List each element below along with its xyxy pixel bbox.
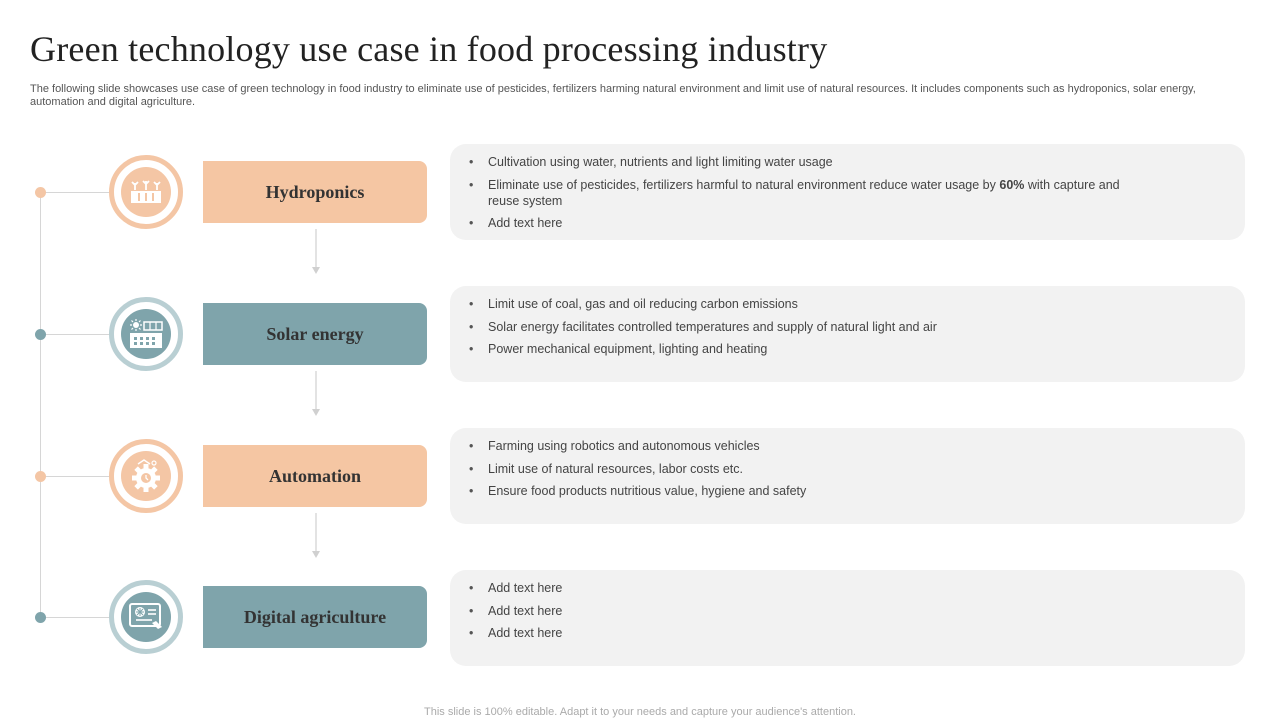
footer-note: This slide is 100% editable. Adapt it to… — [424, 706, 856, 718]
down-arrow-icon — [312, 229, 320, 274]
bullet-item: Eliminate use of pesticides, fertilizers… — [469, 177, 1138, 209]
timeline-dot — [35, 471, 46, 482]
hydroponics-label: Hydroponics — [203, 161, 427, 223]
digital-agriculture-tablet-icon — [121, 592, 171, 642]
timeline-spine — [40, 192, 41, 618]
bullet-item: Cultivation using water, nutrients and l… — [469, 154, 1138, 170]
automation-gear-icon — [121, 451, 171, 501]
bullet-item: Solar energy facilitates controlled temp… — [469, 319, 1138, 335]
timeline-dot — [35, 187, 46, 198]
bullet-text: Eliminate use of pesticides, fertilizers… — [488, 177, 996, 192]
page-subtitle: The following slide showcases use case o… — [30, 83, 1196, 108]
solar-energy-details-panel: Limit use of coal, gas and oil reducing … — [450, 286, 1245, 382]
bullet-item: Add text here — [469, 215, 1138, 231]
digital-agriculture-icon-circle — [109, 580, 183, 654]
timeline-connector — [46, 334, 112, 335]
automation-details-panel: Farming using robotics and autonomous ve… — [450, 428, 1245, 524]
timeline-connector — [46, 476, 112, 477]
solar-energy-icon-circle — [109, 297, 183, 371]
timeline-dot — [35, 612, 46, 623]
down-arrow-icon — [312, 513, 320, 558]
bullet-item: Limit use of natural resources, labor co… — [469, 461, 1138, 477]
bullet-item: Farming using robotics and autonomous ve… — [469, 438, 1138, 454]
digital-agriculture-label: Digital agriculture — [203, 586, 427, 648]
solar-energy-label: Solar energy — [203, 303, 427, 365]
solar-panel-factory-icon — [121, 309, 171, 359]
bullet-emphasis: 60% — [999, 177, 1025, 192]
bullet-item: Ensure food products nutritious value, h… — [469, 483, 1138, 499]
automation-label: Automation — [203, 445, 427, 507]
timeline-connector — [46, 192, 112, 193]
bullet-item: Add text here — [469, 603, 1138, 619]
bullet-tail: with capture and reuse system — [488, 177, 1120, 208]
bullet-item: Add text here — [469, 580, 1138, 596]
timeline-dot — [35, 329, 46, 340]
hydroponics-details-panel: Cultivation using water, nutrients and l… — [450, 144, 1245, 240]
digital-agriculture-details-panel: Add text here Add text here Add text her… — [450, 570, 1245, 666]
hydroponics-plants-icon — [121, 167, 171, 217]
down-arrow-icon — [312, 371, 320, 416]
page-title: Green technology use case in food proces… — [30, 29, 828, 69]
automation-icon-circle — [109, 439, 183, 513]
timeline-connector — [46, 617, 112, 618]
bullet-item: Power mechanical equipment, lighting and… — [469, 341, 1138, 357]
bullet-item: Add text here — [469, 625, 1138, 641]
bullet-item: Limit use of coal, gas and oil reducing … — [469, 296, 1138, 312]
hydroponics-icon-circle — [109, 155, 183, 229]
